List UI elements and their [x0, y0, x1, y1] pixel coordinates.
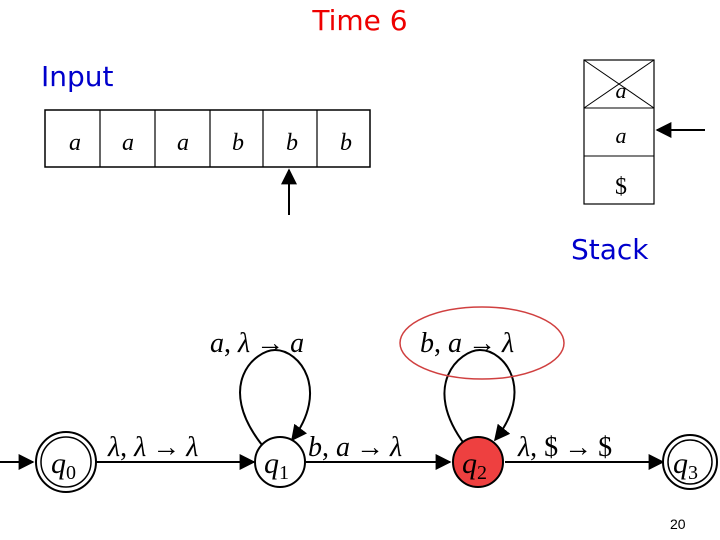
- tape-cell: a: [69, 130, 81, 156]
- state-q3: q3: [662, 434, 718, 490]
- comma: ,: [434, 328, 448, 359]
- arrow-symbol: →: [256, 328, 284, 359]
- pop-symbol: λ: [237, 328, 250, 359]
- label-q0-q1: λ, λ→λ: [107, 432, 198, 463]
- input-tape: a a a b b b: [44, 109, 371, 215]
- state-label: q3: [673, 447, 698, 484]
- read-symbol: b: [420, 328, 434, 359]
- tape-cell: b: [232, 130, 244, 156]
- arrow-symbol: →: [468, 328, 496, 359]
- transitions: [0, 306, 665, 470]
- tape-cell: a: [122, 130, 134, 156]
- transition-labels: λ, λ→λ a, λ→a b, a→λ b, a→λ λ, $→$: [107, 328, 612, 463]
- label-q1-q2: b, a→λ: [308, 432, 402, 463]
- push-symbol: a: [290, 328, 304, 359]
- stack-cell: a: [616, 123, 627, 148]
- pop-symbol: λ: [133, 432, 146, 463]
- state-circle: [254, 436, 306, 488]
- stack-label: Stack: [571, 233, 649, 266]
- read-symbol: λ: [517, 432, 530, 463]
- comma: ,: [224, 328, 238, 359]
- push-symbol: λ: [185, 432, 198, 463]
- accept-ring: [40, 436, 92, 488]
- stack-cross-line: [583, 59, 655, 109]
- state-circle-active: [452, 436, 504, 488]
- loop-q2: [443, 348, 516, 446]
- stack: a a $: [583, 59, 705, 205]
- comma: ,: [322, 432, 336, 463]
- input-tape-frame: [44, 109, 371, 168]
- tape-cell: a: [177, 130, 189, 156]
- push-symbol: $: [598, 432, 612, 463]
- state-label: q2: [462, 447, 487, 484]
- input-label: Input: [41, 60, 114, 93]
- comma: ,: [530, 432, 544, 463]
- comma: ,: [120, 432, 134, 463]
- state-q0: q0: [35, 431, 97, 493]
- page-number: 20: [670, 516, 686, 532]
- pop-symbol: $: [544, 432, 558, 463]
- label-q1-loop: a, λ→a: [210, 328, 304, 359]
- stack-cell: $: [615, 174, 627, 200]
- states: q0 q1 q2 q3: [35, 431, 718, 493]
- pop-symbol: a: [448, 328, 462, 359]
- push-symbol: λ: [389, 432, 402, 463]
- read-symbol: b: [308, 432, 322, 463]
- tape-cell: b: [286, 130, 298, 156]
- stack-cell: a: [616, 78, 627, 103]
- state-circle: [662, 434, 718, 490]
- highlight-ellipse: [399, 306, 565, 380]
- pop-symbol: a: [336, 432, 350, 463]
- arrow-symbol: →: [152, 432, 180, 463]
- label-q2-loop: b, a→λ: [420, 328, 514, 359]
- state-circle: [35, 431, 97, 493]
- page-title: Time 6: [312, 4, 408, 37]
- arrow-symbol: →: [564, 432, 592, 463]
- label-q2-q3: λ, $→$: [517, 432, 612, 463]
- state-label: q1: [264, 447, 289, 484]
- arrow-symbol: →: [356, 432, 384, 463]
- read-symbol: a: [210, 328, 224, 359]
- tape-cell: b: [340, 130, 352, 156]
- read-symbol: λ: [107, 432, 120, 463]
- loop-q1: [239, 348, 312, 446]
- push-symbol: λ: [501, 328, 514, 359]
- state-q2: q2: [452, 436, 504, 488]
- accept-ring: [667, 439, 713, 485]
- state-q1: q1: [254, 436, 306, 488]
- state-label: q0: [51, 447, 76, 484]
